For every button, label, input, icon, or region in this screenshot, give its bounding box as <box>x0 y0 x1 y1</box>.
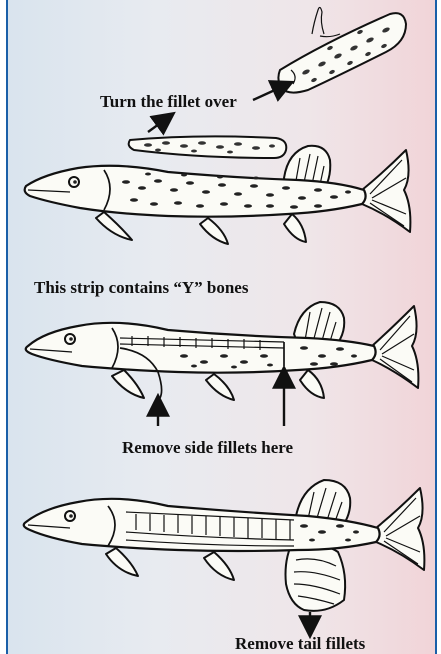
y-bone-strip <box>129 116 287 158</box>
caption-side-fillets: Remove side fillets here <box>122 438 293 458</box>
arrow-to-flipped-fillet <box>253 84 288 100</box>
pike-tail-fillet-cuts <box>24 480 425 632</box>
arrow-to-y-bone-strip <box>148 116 170 132</box>
flipped-fillet-strip <box>253 7 406 100</box>
caption-y-bones: This strip contains “Y” bones <box>34 278 248 298</box>
pike-whole <box>25 146 411 244</box>
pike-side-fillet-cuts <box>26 302 419 426</box>
caption-tail-fillets: Remove tail fillets <box>235 634 365 654</box>
pike-filleting-diagram: Turn the fillet over This strip contains… <box>6 0 437 654</box>
caption-turn-fillet: Turn the fillet over <box>100 92 237 112</box>
